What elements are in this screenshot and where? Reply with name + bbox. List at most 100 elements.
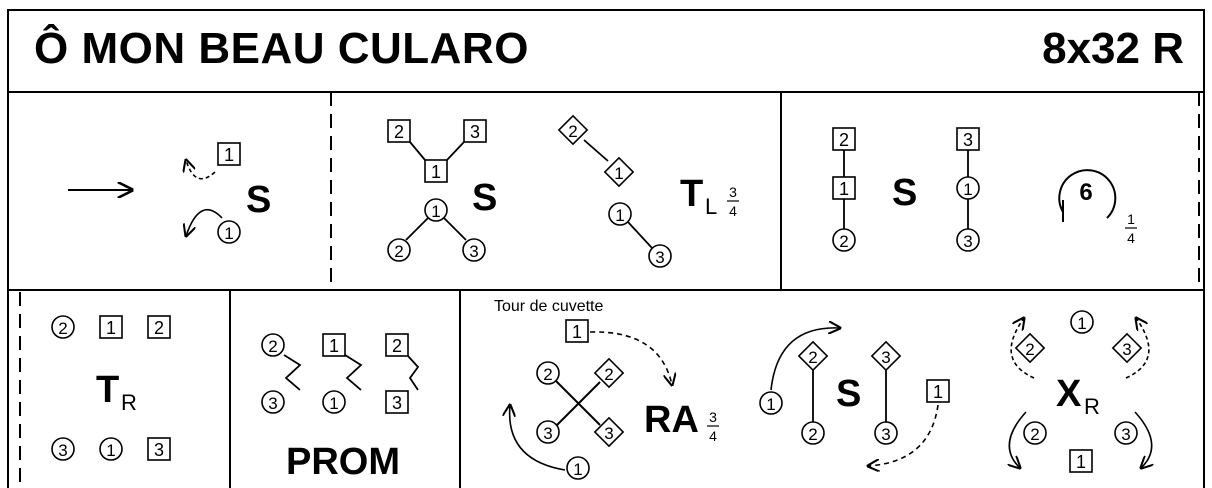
man-2-diamond [797, 340, 829, 372]
svg-text:3: 3 [963, 130, 973, 150]
bar-3-4: 2 3 1 S 1 2 3 2 1 T L 3 4 1 3 [387, 114, 739, 268]
circle-six-path [1058, 169, 1117, 219]
svg-text:2: 2 [808, 348, 817, 367]
man-2-diamond [1014, 332, 1046, 364]
promenade-label: PROM [286, 441, 400, 483]
svg-text:4: 4 [729, 203, 737, 219]
man-3-box [147, 437, 171, 461]
svg-text:2: 2 [154, 318, 164, 338]
woman-2-circle [1023, 421, 1047, 445]
svg-text:2: 2 [58, 319, 67, 338]
man-3-diamond [870, 340, 902, 372]
svg-text:1: 1 [963, 180, 972, 199]
woman-3-circle [1114, 421, 1138, 445]
woman-3-circle [648, 244, 672, 268]
svg-text:2: 2 [268, 337, 277, 356]
woman-1-circle [566, 456, 590, 480]
curved-arrow [868, 404, 939, 466]
svg-text:3: 3 [470, 122, 480, 142]
svg-text:1: 1 [1076, 452, 1086, 472]
path-line [627, 221, 653, 249]
curved-arrow [510, 405, 566, 471]
setting-label: S [892, 172, 917, 214]
woman-2-circle [387, 238, 411, 262]
man-3-diamond [1111, 332, 1143, 364]
svg-text:1: 1 [329, 394, 338, 413]
svg-text:2: 2 [1030, 425, 1039, 444]
woman-1-circle [608, 202, 632, 226]
svg-text:1: 1 [431, 162, 441, 182]
woman-1-circle [99, 437, 123, 461]
bar-9-12: 2 1 2 T R 3 1 3 [51, 315, 171, 461]
man-1-box [424, 159, 448, 183]
turn-label: T [96, 369, 119, 411]
bar-17-24: Tour de cuvette 1 2 2 3 3 1 RA 3 4 1 2 S… [494, 298, 1152, 480]
woman-1-circle [1070, 310, 1094, 334]
svg-text:1: 1 [1127, 211, 1135, 227]
svg-text:R: R [1084, 394, 1100, 419]
svg-text:1: 1 [573, 460, 582, 479]
svg-text:1: 1 [106, 441, 115, 460]
man-1-box [217, 142, 241, 166]
svg-text:3: 3 [543, 424, 552, 443]
curved-arrow [1010, 318, 1035, 379]
curved-arrow [186, 160, 216, 180]
svg-text:3: 3 [469, 242, 478, 261]
dance-title: Ô MON BEAU CULARO [34, 24, 529, 73]
curved-arrow [186, 208, 223, 236]
woman-3-circle [536, 420, 560, 444]
svg-text:3: 3 [392, 393, 402, 413]
svg-text:1: 1 [615, 206, 624, 225]
woman-2-circle [51, 315, 75, 339]
cross-label: X [1056, 373, 1082, 415]
woman-3-circle [51, 437, 75, 461]
rights-and-lefts-label: RA [644, 399, 699, 441]
svg-text:2: 2 [568, 122, 577, 141]
svg-text:3: 3 [881, 425, 890, 444]
svg-text:L: L [705, 194, 717, 219]
card-border [7, 9, 1205, 488]
svg-text:4: 4 [1127, 230, 1135, 246]
svg-text:2: 2 [392, 336, 402, 356]
woman-2-circle [261, 333, 285, 357]
cross-lines [555, 380, 601, 427]
svg-text:1: 1 [106, 318, 116, 338]
woman-1-circle [217, 220, 241, 244]
svg-text:3: 3 [655, 248, 664, 267]
svg-text:1: 1 [839, 179, 849, 199]
woman-3-circle [261, 390, 285, 414]
woman-2-circle [536, 361, 560, 385]
man-2-box [387, 119, 411, 143]
dance-formation: 8x32 R [1042, 24, 1184, 73]
man-1-box [926, 379, 950, 403]
svg-text:1: 1 [224, 145, 234, 165]
svg-text:1: 1 [572, 322, 582, 342]
man-1-box [99, 315, 123, 339]
man-2-box [385, 333, 409, 357]
svg-text:1: 1 [933, 382, 943, 402]
man-2-box [147, 315, 171, 339]
curved-arrow [1134, 411, 1152, 468]
svg-text:1: 1 [329, 336, 339, 356]
bar-1-2: 1 S 1 [68, 142, 271, 244]
figure-caption: Tour de cuvette [494, 298, 604, 315]
svg-text:2: 2 [1025, 340, 1034, 359]
svg-text:3: 3 [604, 424, 613, 443]
woman-1-circle [759, 391, 783, 415]
svg-text:3: 3 [963, 232, 972, 251]
svg-text:4: 4 [709, 428, 717, 444]
curved-arrow [1009, 411, 1027, 468]
man-1-box [322, 333, 346, 357]
svg-text:2: 2 [394, 242, 403, 261]
svg-text:3: 3 [709, 409, 717, 425]
svg-text:2: 2 [394, 122, 404, 142]
svg-text:3: 3 [268, 394, 277, 413]
man-2-diamond [593, 357, 625, 389]
svg-text:1: 1 [1077, 314, 1086, 333]
woman-3-circle [462, 238, 486, 262]
man-1-diamond [603, 156, 635, 188]
woman-1-circle [424, 198, 448, 222]
man-3-box [463, 119, 487, 143]
man-2-diamond [557, 114, 589, 146]
